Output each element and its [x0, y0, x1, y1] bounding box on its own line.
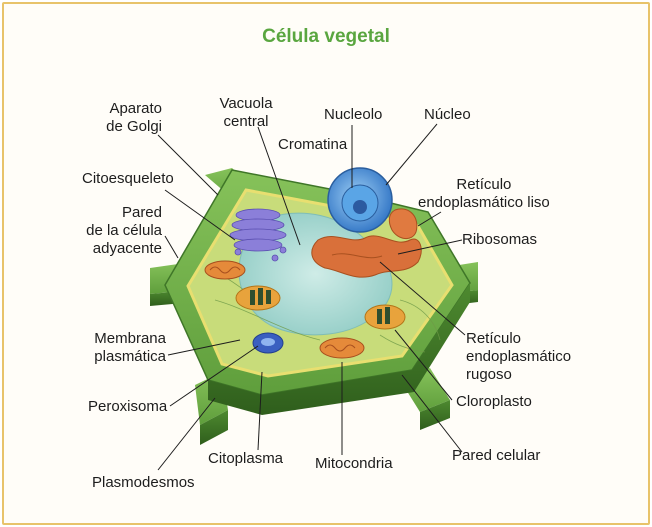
- label-membrana-plasmatica: Membrana plasmática: [94, 330, 166, 365]
- label-ribosomas: Ribosomas: [462, 231, 538, 248]
- label-aparato-golgi: Aparato de Golgi: [106, 100, 162, 135]
- diagram-title: Célula vegetal: [262, 26, 390, 47]
- golgi-shape: [229, 208, 287, 262]
- reticulum-shape: [311, 208, 422, 278]
- mitochondria-shapes: [204, 260, 365, 359]
- label-peroxisoma: Peroxisoma: [88, 398, 168, 415]
- label-plasmodesmos: Plasmodesmos: [92, 474, 195, 491]
- label-reticulo-liso: Retículo endoplasmático liso: [418, 176, 550, 211]
- label-nucleo: Núcleo: [424, 106, 471, 123]
- leader-lines: [157, 123, 466, 471]
- label-citoesqueleto: Citoesqueleto: [82, 170, 174, 187]
- peroxisome-shape: [252, 332, 284, 354]
- label-vacuola-central: Vacuola central: [219, 95, 273, 130]
- nucleus-shape: [327, 167, 393, 233]
- label-cromatina: Cromatina: [278, 136, 348, 153]
- label-nucleolo: Nucleolo: [324, 106, 383, 123]
- label-reticulo-rugoso: Retículo endoplasmático rugoso: [466, 330, 572, 383]
- label-pared-celular: Pared celular: [452, 447, 541, 464]
- thylakoid-shapes: [250, 288, 390, 324]
- label-cloroplasto: Cloroplasto: [456, 393, 532, 410]
- label-citoplasma: Citoplasma: [208, 450, 284, 467]
- label-mitocondria: Mitocondria: [315, 455, 393, 472]
- label-pared-adyacente: Pared de la célula adyacente: [86, 204, 162, 257]
